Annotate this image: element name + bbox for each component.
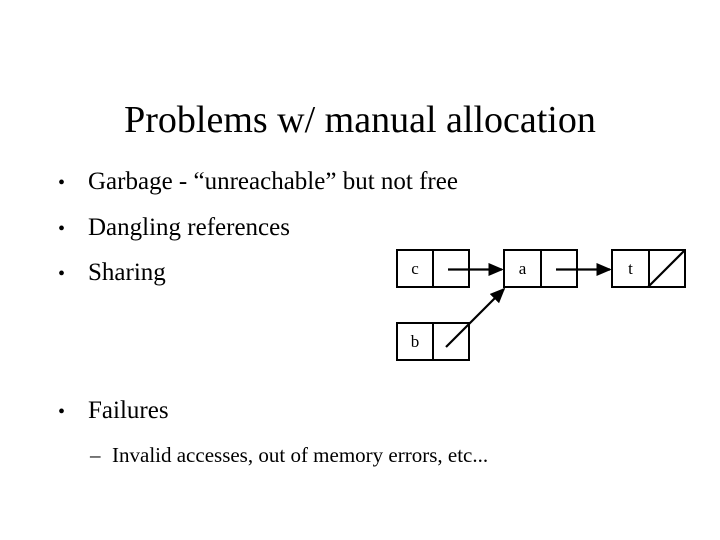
subbullet-item-invalid-accesses: – Invalid accesses, out of memory errors… xyxy=(90,442,488,468)
bullet-point-icon: • xyxy=(58,218,66,240)
cons-cell-a-label: a xyxy=(518,259,527,278)
cons-cell-divider xyxy=(432,324,434,359)
bullet-point-icon: • xyxy=(58,172,66,194)
cons-cell-a: a xyxy=(503,249,578,288)
bullet-point-icon: • xyxy=(58,263,66,285)
bullet-item-dangling-references: • Dangling references xyxy=(58,213,290,244)
cons-cell-divider xyxy=(432,251,434,286)
bullet-label: Failures xyxy=(88,397,169,424)
bullet-point-icon: • xyxy=(58,401,66,423)
bullet-label: Dangling references xyxy=(88,214,290,241)
bullet-item-garbage: • Garbage - “unreachable” but not free xyxy=(58,167,458,198)
dash-bullet-icon: – xyxy=(90,443,101,467)
cons-cell-divider xyxy=(648,251,650,286)
cons-cell-t-label: t xyxy=(628,259,633,278)
cons-cell-c: c xyxy=(396,249,470,288)
bullet-item-failures: • Failures xyxy=(58,396,169,427)
bullet-item-sharing: • Sharing xyxy=(58,258,166,289)
cons-cell-divider xyxy=(540,251,542,286)
subbullet-label: Invalid accesses, out of memory errors, … xyxy=(112,443,489,467)
cons-cell-b-label: b xyxy=(410,332,420,351)
slide-title: Problems w/ manual allocation xyxy=(124,99,596,142)
cons-cell-b: b xyxy=(396,322,470,361)
bullet-label: Sharing xyxy=(88,259,166,286)
cons-cell-t: t xyxy=(611,249,686,288)
bullet-label: Garbage - “unreachable” but not free xyxy=(88,168,458,195)
cons-cell-c-label: c xyxy=(411,259,419,278)
